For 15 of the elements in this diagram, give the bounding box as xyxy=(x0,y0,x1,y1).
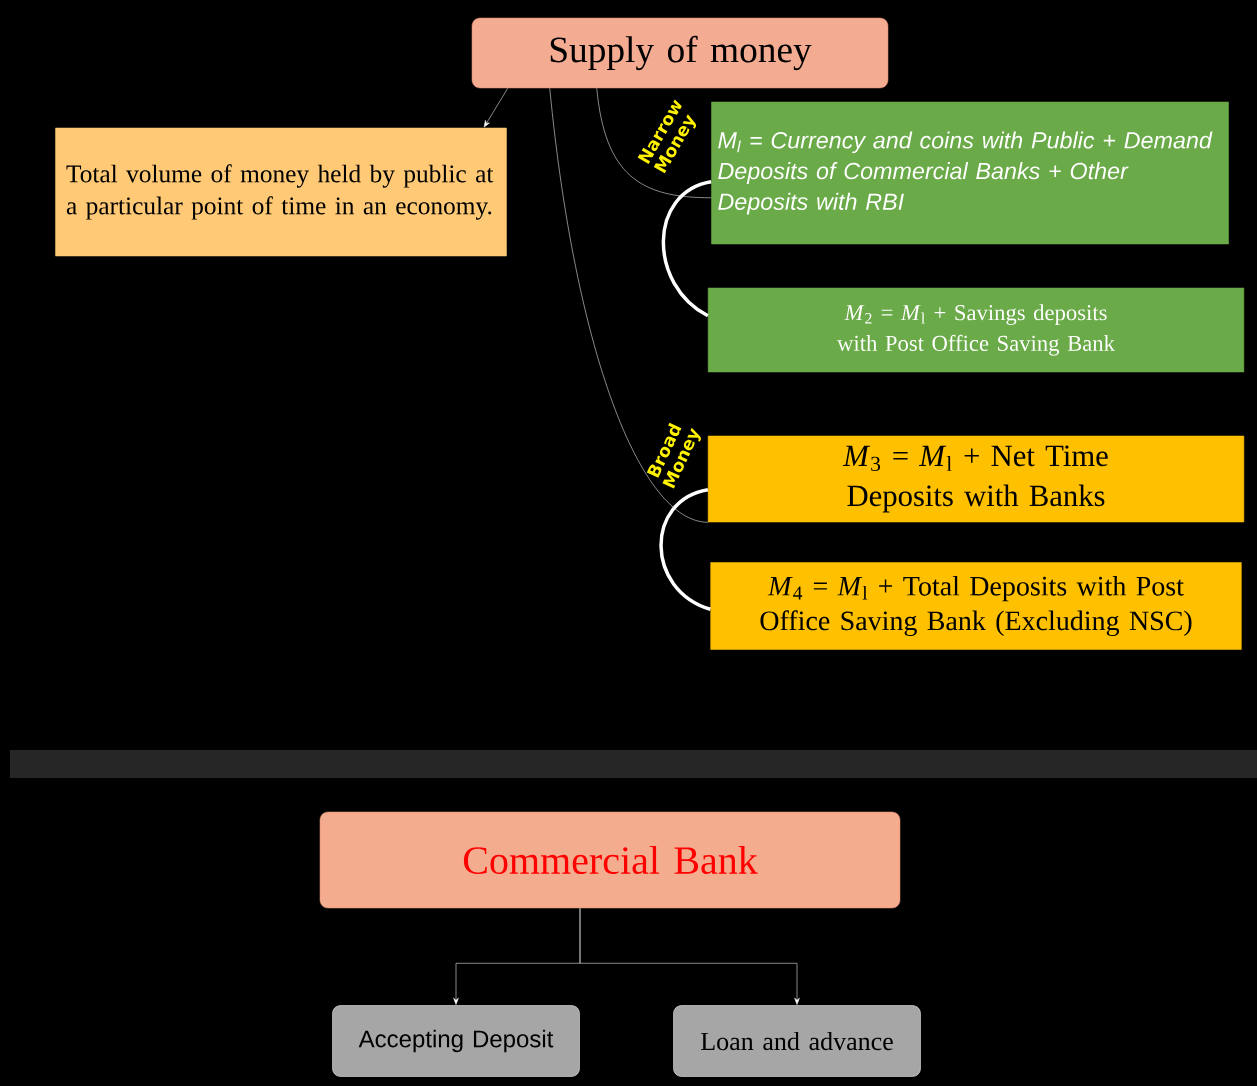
arrow xyxy=(579,908,800,1005)
definition-box: Total volume of money held by public at a particular point of time in an economy. xyxy=(55,127,507,257)
formula-box: M$_{2}$ = M$_{l}$ + Savings deposits with Post Office Saving Bank xyxy=(707,287,1245,373)
title-box: Commercial Bank xyxy=(319,811,901,909)
bracket xyxy=(661,180,712,318)
formula-box: M$_{4}$ = M$_{l}$ + Total Deposits with Post Office Saving Bank (Excluding NSC) xyxy=(710,562,1242,650)
title-box: Supply of money xyxy=(471,17,889,89)
category-box: Accepting Deposit xyxy=(332,1005,580,1077)
formula-box: M$_{l}$ = Currency and coins with Public + Demand Deposits of Commercial Banks + Other Deposits with RBI xyxy=(711,101,1229,245)
bracket xyxy=(659,488,712,611)
category-box: Loan and advance xyxy=(673,1005,921,1077)
connector-line xyxy=(549,88,709,523)
formula-box: M$_{3}$ = M$_{l}$ + Net Time Deposits with Banks xyxy=(707,435,1245,523)
connector-line xyxy=(596,88,712,198)
arrow xyxy=(483,88,508,128)
